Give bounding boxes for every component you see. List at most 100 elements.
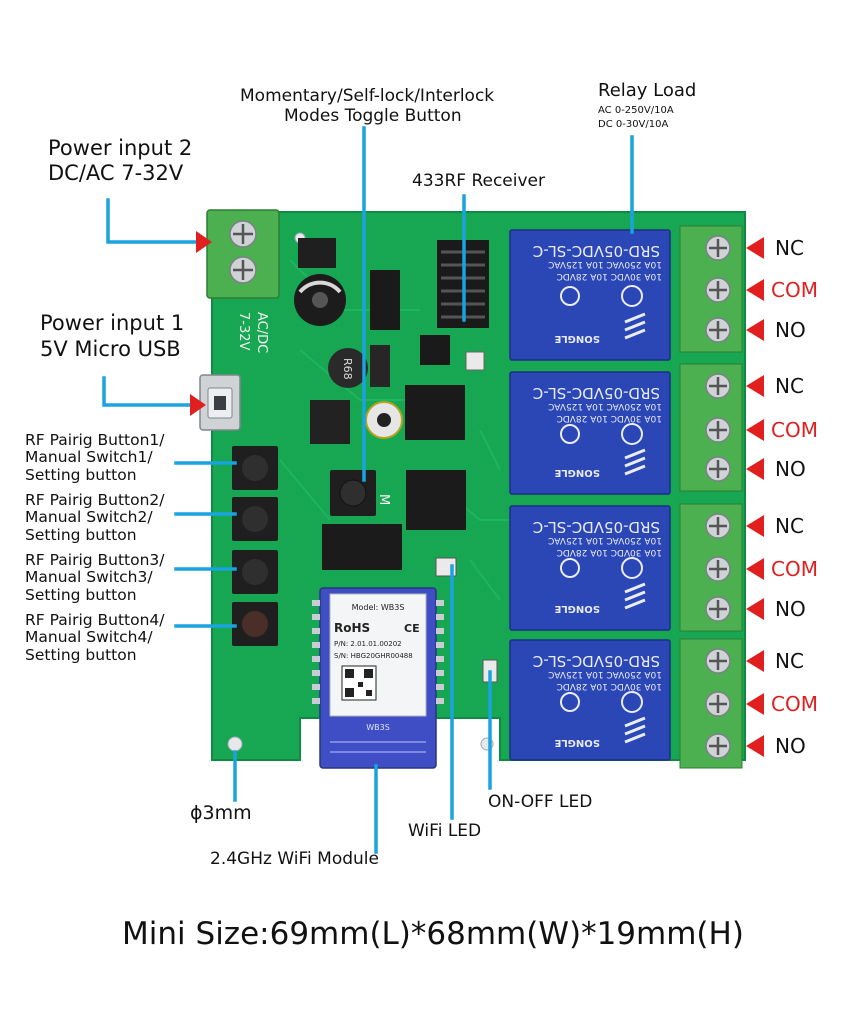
terminal-arrow xyxy=(746,279,764,301)
terminal-label-no: NO xyxy=(775,734,806,758)
svg-text:SONGLE: SONGLE xyxy=(554,333,600,344)
terminal-label-no: NO xyxy=(775,457,806,481)
svg-text:P/N: 2.01.01.00202: P/N: 2.01.01.00202 xyxy=(334,640,402,648)
electrolytic-capacitor xyxy=(294,274,346,326)
wifi-module-label: 2.4GHz WiFi Module xyxy=(210,849,379,869)
rf-button-label-line: Setting button xyxy=(25,525,137,544)
micro-usb-port xyxy=(199,374,241,431)
arrow-power1 xyxy=(190,394,206,416)
svg-text:10A 30VDC 10A 28VDC: 10A 30VDC 10A 28VDC xyxy=(557,413,662,423)
svg-text:M: M xyxy=(376,494,391,505)
mount-hole xyxy=(227,736,243,752)
terminal-label-com: COM xyxy=(771,278,818,302)
terminal-arrow xyxy=(746,558,764,580)
svg-text:RoHS: RoHS xyxy=(334,621,370,635)
terminal-label-no: NO xyxy=(775,318,806,342)
svg-text:SRD-05VDC-SL-C: SRD-05VDC-SL-C xyxy=(533,384,660,402)
diode xyxy=(370,345,390,387)
terminal-label-com: COM xyxy=(771,418,818,442)
callout-power1 xyxy=(102,376,192,407)
terminal-arrow xyxy=(746,319,764,341)
terminal-label-nc: NC xyxy=(775,649,804,673)
regulator-chip xyxy=(298,238,336,268)
rf-button-label-line: Manual Switch2/ xyxy=(25,508,153,527)
terminal-label-nc: NC xyxy=(775,514,804,538)
terminal-arrow xyxy=(746,419,764,441)
rf-button-label-line: Setting button xyxy=(25,585,137,604)
power2-label-line2: DC/AC 7-32V xyxy=(48,161,184,185)
terminal-label-com: COM xyxy=(771,692,818,716)
arrows xyxy=(190,231,212,416)
power1-label-line1: Power input 1 xyxy=(40,311,185,335)
terminal-arrow xyxy=(746,515,764,537)
smd-chip xyxy=(420,335,450,365)
terminal-label-com: COM xyxy=(771,557,818,581)
qr-code xyxy=(341,665,377,701)
driver-ic xyxy=(322,524,402,570)
inductor: R68 xyxy=(328,348,368,388)
small-capacitor xyxy=(365,401,403,439)
terminal-arrow xyxy=(746,458,764,480)
terminal-arrows xyxy=(746,237,764,757)
shift-register-ic xyxy=(406,470,466,530)
svg-text:CE: CE xyxy=(404,622,420,635)
relay-2: SRD-05VDC-SL-C 10A 250VAC 10A 125VAC 10A… xyxy=(509,371,671,495)
wifi-led-label: WiFi LED xyxy=(408,821,482,841)
rf-button-label-4: RF Pairig Button4/Manual Switch4/Setting… xyxy=(25,611,165,664)
hole-label: ɸ3mm xyxy=(190,802,252,824)
rf-button-label-2: RF Pairig Button2/Manual Switch2/Setting… xyxy=(25,491,165,544)
svg-text:10A 30VDC 10A 28VDC: 10A 30VDC 10A 28VDC xyxy=(557,271,662,281)
rf-button-label-line: Manual Switch4/ xyxy=(25,628,153,647)
rf-button-label-line: RF Pairig Button2/ xyxy=(25,491,165,509)
rf-button-label-line: RF Pairig Button1/ xyxy=(25,431,165,449)
rf-pair-button-1[interactable] xyxy=(232,446,278,490)
terminal-arrow xyxy=(746,598,764,620)
relay-load-title: Relay Load xyxy=(598,80,697,101)
svg-text:SONGLE: SONGLE xyxy=(554,603,600,614)
terminal-arrow xyxy=(746,735,764,757)
callout-lines xyxy=(102,126,634,854)
smd-chip xyxy=(405,385,465,440)
rf-button-label-line: RF Pairig Button3/ xyxy=(25,551,165,569)
rf-button-label-line: Setting button xyxy=(25,465,137,484)
mode-button-label-line1: Momentary/Self-lock/Interlock xyxy=(240,86,495,106)
relay-1: SRD-05VDC-SL-C 10A 250VAC 10A 125VAC 10A… xyxy=(509,229,671,361)
relay-load-dc: DC 0-30V/10A xyxy=(598,119,669,130)
svg-text:10A 250VAC 10A 125VAC: 10A 250VAC 10A 125VAC xyxy=(548,535,662,545)
terminal-label-nc: NC xyxy=(775,236,804,260)
mode-button-label-line2: Modes Toggle Button xyxy=(284,106,462,126)
rf-pair-button-4[interactable] xyxy=(232,602,278,646)
power2-label-line1: Power input 2 xyxy=(48,136,193,160)
silk-voltage: 7-32V xyxy=(236,312,251,351)
relay-3: SRD-05VDC-SL-C 10A 250VAC 10A 125VAC 10A… xyxy=(509,505,671,631)
rf-pair-button-2[interactable] xyxy=(232,497,278,541)
svg-text:WB3S: WB3S xyxy=(366,723,390,732)
svg-text:SRD-05VDC-SL-C: SRD-05VDC-SL-C xyxy=(533,242,660,260)
svg-text:10A 250VAC 10A 125VAC: 10A 250VAC 10A 125VAC xyxy=(548,669,662,679)
callout-power2 xyxy=(106,198,200,244)
smd-chip xyxy=(370,270,400,330)
terminal-arrow xyxy=(746,375,764,397)
rf-receiver-label: 433RF Receiver xyxy=(412,171,545,191)
smd-chip xyxy=(465,351,485,371)
relay-terminal-blocks xyxy=(679,225,743,769)
rf-button-label-line: Manual Switch3/ xyxy=(25,568,153,587)
rf-pair-button-3[interactable] xyxy=(232,550,278,594)
onoff-led-label: ON-OFF LED xyxy=(488,792,593,812)
rf-button-label-line: Setting button xyxy=(25,645,137,664)
terminal-arrow xyxy=(746,693,764,715)
arrow-power2 xyxy=(196,231,212,253)
relay-load-ac: AC 0-250V/10A xyxy=(598,105,674,116)
terminal-label-nc: NC xyxy=(775,374,804,398)
terminal-arrow xyxy=(746,650,764,672)
rf-button-label-line: Manual Switch1/ xyxy=(25,448,153,467)
svg-text:S/N: HBG20GHR00488: S/N: HBG20GHR00488 xyxy=(334,652,413,660)
rf-button-label-1: RF Pairig Button1/Manual Switch1/Setting… xyxy=(25,431,165,484)
size-footer: Mini Size:69mm(L)*68mm(W)*19mm(H) xyxy=(122,916,744,952)
relay-4: SRD-05VDC-SL-C 10A 250VAC 10A 125VAC 10A… xyxy=(509,639,671,761)
wifi-module: Model: WB3S RoHS CE P/N: 2.01.01.00202 S… xyxy=(312,587,444,769)
svg-text:10A 250VAC 10A 125VAC: 10A 250VAC 10A 125VAC xyxy=(548,259,662,269)
svg-text:Model: WB3S: Model: WB3S xyxy=(352,603,405,612)
svg-text:10A 30VDC 10A 28VDC: 10A 30VDC 10A 28VDC xyxy=(557,547,662,557)
